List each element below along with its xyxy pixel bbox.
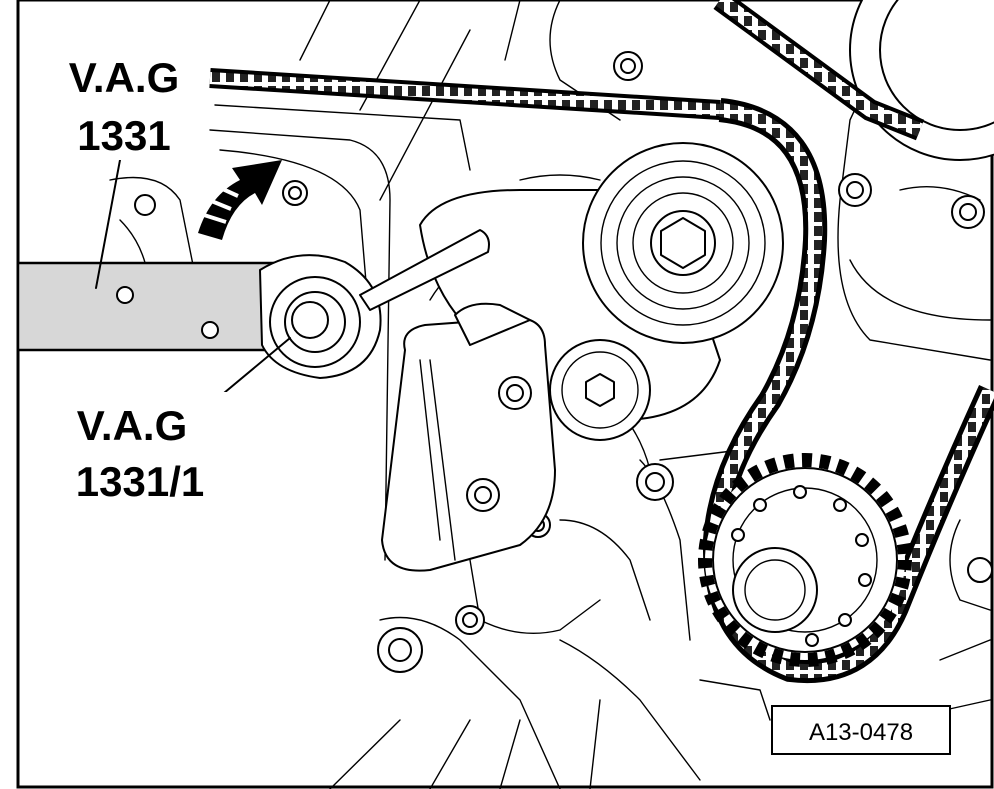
label-tool-1331-1-line2: 1331/1	[76, 458, 204, 505]
crankshaft-sprocket	[698, 453, 912, 667]
leader-lines	[95, 159, 291, 399]
idler-roller	[549, 339, 651, 441]
rotation-arrow-icon	[198, 160, 282, 240]
label-tool-1331-1-line1: V.A.G	[77, 402, 188, 449]
figure-reference-text: A13-0478	[809, 719, 913, 746]
callout-1331-1: V.A.G 1331/1	[48, 392, 228, 505]
tensioner-pulley	[582, 142, 784, 344]
socket-extension-vag-1331-1	[291, 229, 490, 339]
callout-1331: V.A.G 1331	[44, 52, 204, 160]
hydraulic-tensioner	[381, 302, 556, 572]
label-tool-1331-line1: V.A.G	[69, 54, 180, 101]
figure-reference-box: A13-0478	[771, 705, 951, 755]
label-tool-1331-line2: 1331	[77, 112, 170, 159]
